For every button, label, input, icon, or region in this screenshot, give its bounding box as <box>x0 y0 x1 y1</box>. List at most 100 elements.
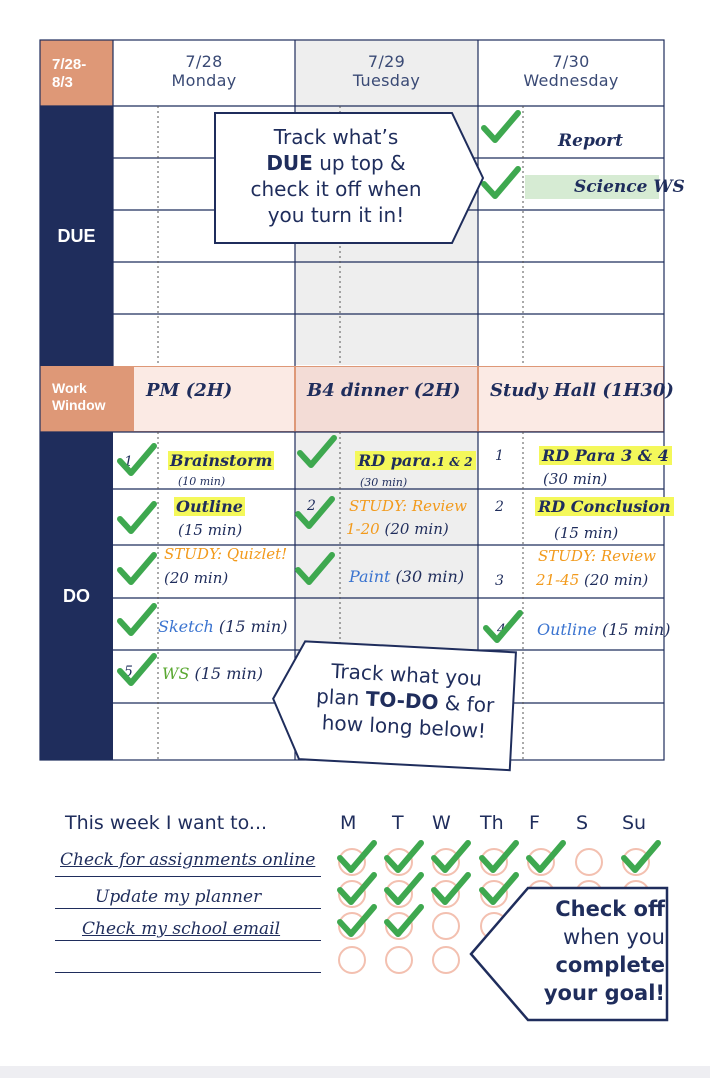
goal-item-1: Check for assignments online <box>60 850 316 870</box>
callout-bold: your goal! <box>543 981 665 1005</box>
todo-callout: Track what you plan TO-DO & for how long… <box>267 637 519 774</box>
goal-item-2: Update my planner <box>95 887 262 907</box>
task-ws: WS (15 min) <box>162 664 263 683</box>
task-duration: (30 min) <box>543 470 608 488</box>
check-icon <box>431 840 471 873</box>
work-window-cell-tuesday <box>295 366 478 432</box>
check-icon <box>384 872 424 905</box>
task-name: Outline <box>537 620 597 639</box>
goal-tracker-grid <box>330 840 661 980</box>
goal-day-circle[interactable] <box>432 880 460 908</box>
day-header-w: W <box>432 812 451 834</box>
task-extra: 1-20 <box>346 520 380 538</box>
task-number: 3 <box>495 573 504 589</box>
task-duration: (10 min) <box>178 475 226 488</box>
due-item-report: Report <box>558 131 623 151</box>
check-icon <box>526 840 566 873</box>
goal-day-circle[interactable] <box>385 912 413 940</box>
day-header-m: M <box>340 812 357 834</box>
check-icon <box>117 552 157 585</box>
day-header-s: S <box>576 812 589 834</box>
goal-day-headers: M T W Th F S Su <box>332 812 672 838</box>
goal-day-circle[interactable] <box>338 946 366 974</box>
goal-day-circle[interactable] <box>338 880 366 908</box>
goal-day-circle[interactable] <box>622 848 650 876</box>
task-duration: (15 min) <box>178 521 243 539</box>
callout-bold: Check off <box>555 897 665 921</box>
task-duration: (15 min) <box>554 524 619 542</box>
task-name: Sketch <box>158 617 214 636</box>
goal-day-circle[interactable] <box>432 912 460 940</box>
callout-bold: DUE <box>266 151 313 175</box>
callout-text: & for <box>437 690 495 718</box>
work-window-monday: PM (2H) <box>146 380 233 401</box>
goal-day-circle[interactable] <box>480 880 508 908</box>
check-icon <box>431 872 471 905</box>
task-study-review: STUDY: Review <box>538 547 656 565</box>
check-icon <box>621 840 661 873</box>
check-icon <box>384 840 424 873</box>
check-icon <box>297 435 337 468</box>
task-paint: Paint (30 min) <box>349 567 464 586</box>
day-header-su: Su <box>622 812 647 834</box>
callout-bold: TO-DO <box>365 686 440 715</box>
check-icon <box>479 872 519 905</box>
due-item-science-ws: Science WS <box>574 177 685 197</box>
task-study-review: STUDY: Review <box>349 497 467 515</box>
goal-day-circle[interactable] <box>385 848 413 876</box>
task-number: 1 <box>124 454 133 470</box>
goal-day-circle[interactable] <box>385 946 413 974</box>
due-section-label: DUE <box>40 106 113 366</box>
day-header-th: Th <box>480 812 504 834</box>
task-duration: (15 min) <box>601 620 671 639</box>
task-outline-wed: Outline (15 min) <box>537 620 670 639</box>
task-review-range: 21-45 (20 min) <box>536 571 648 589</box>
work-window-wednesday: Study Hall (1H30) <box>490 380 674 401</box>
task-number: 4 <box>497 622 506 638</box>
task-name: RD para. <box>358 451 437 470</box>
day-date: 7/29 <box>367 52 406 71</box>
check-icon <box>117 603 157 636</box>
check-icon <box>117 653 157 686</box>
check-icon <box>384 904 424 937</box>
goal-callout-shape <box>469 886 669 1022</box>
day-name: Wednesday <box>523 71 619 90</box>
task-study-quizlet: STUDY: Quizlet! <box>164 545 288 563</box>
check-icon <box>479 840 519 873</box>
due-callout: Track what’s DUE up top & check it off w… <box>216 124 456 228</box>
goal-day-circle[interactable] <box>575 848 603 876</box>
callout-line: Track what’s <box>273 125 399 149</box>
goal-day-circle[interactable] <box>338 912 366 940</box>
task-duration: (15 min) <box>194 664 264 683</box>
callout-line: when you <box>563 925 665 949</box>
task-extra: 1 & 2 <box>436 455 473 469</box>
goal-day-circle[interactable] <box>338 848 366 876</box>
task-number: 2 <box>495 499 504 515</box>
work-window-label: Work Window <box>40 366 133 432</box>
day-name: Monday <box>171 71 237 90</box>
check-icon <box>117 443 157 476</box>
task-duration: (30 min) <box>395 567 465 586</box>
goal-line <box>55 940 321 941</box>
todo-callout-text: Track what you plan TO-DO & for how long… <box>298 656 512 745</box>
do-section-label: DO <box>40 432 113 760</box>
task-number: 1 <box>495 448 504 464</box>
goal-line <box>55 972 321 973</box>
check-icon <box>337 904 377 937</box>
task-duration: (20 min) <box>164 569 229 587</box>
task-name: Paint <box>349 567 391 586</box>
check-icon <box>481 166 521 199</box>
task-number: 2 <box>307 498 316 514</box>
goal-day-circle[interactable] <box>527 848 555 876</box>
check-icon <box>337 840 377 873</box>
goal-day-circle[interactable] <box>385 880 413 908</box>
goal-day-circle[interactable] <box>480 848 508 876</box>
due-highlight <box>525 175 659 199</box>
goal-day-circle[interactable] <box>432 848 460 876</box>
task-duration: (20 min) <box>384 520 449 538</box>
goal-day-circle[interactable] <box>432 946 460 974</box>
week-range-label: 7/28- 8/3 <box>40 40 113 106</box>
todo-callout-shape <box>272 640 517 772</box>
task-name: WS <box>162 664 190 683</box>
check-icon <box>117 501 157 534</box>
